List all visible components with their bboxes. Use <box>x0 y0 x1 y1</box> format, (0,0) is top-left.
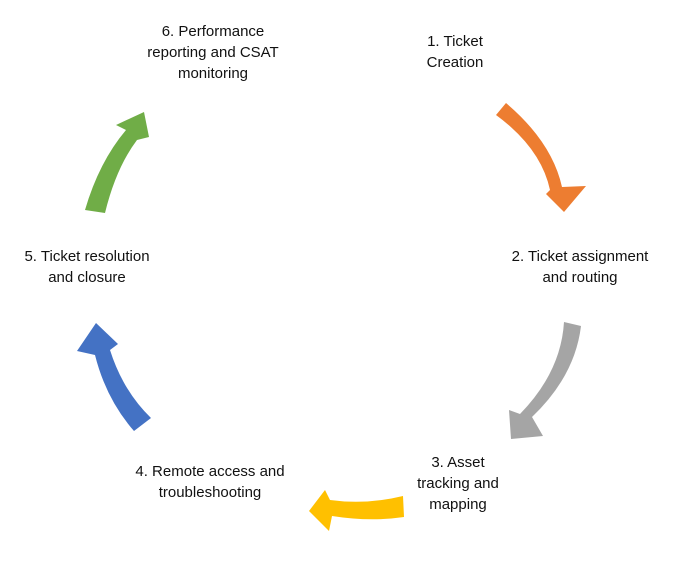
step-4-label: 4. Remote access and troubleshooting <box>135 463 285 501</box>
step-3-label: 3. Asset tracking and mapping <box>417 454 499 513</box>
step-6-label: 6. Performance reporting and CSAT monito… <box>147 23 279 82</box>
step-1-label: 1. Ticket Creation <box>426 33 484 71</box>
arrow-step2-to-step3 <box>509 322 581 439</box>
arrow-step4-to-step5 <box>77 323 151 431</box>
step-2-label: 2. Ticket assignment and routing <box>511 248 649 286</box>
step-5-label: 5. Ticket resolution and closure <box>24 248 150 286</box>
arrow-step5-to-step6 <box>85 112 149 213</box>
arrow-step1-to-step2 <box>496 103 586 212</box>
arrow-step3-to-step4 <box>309 490 404 531</box>
